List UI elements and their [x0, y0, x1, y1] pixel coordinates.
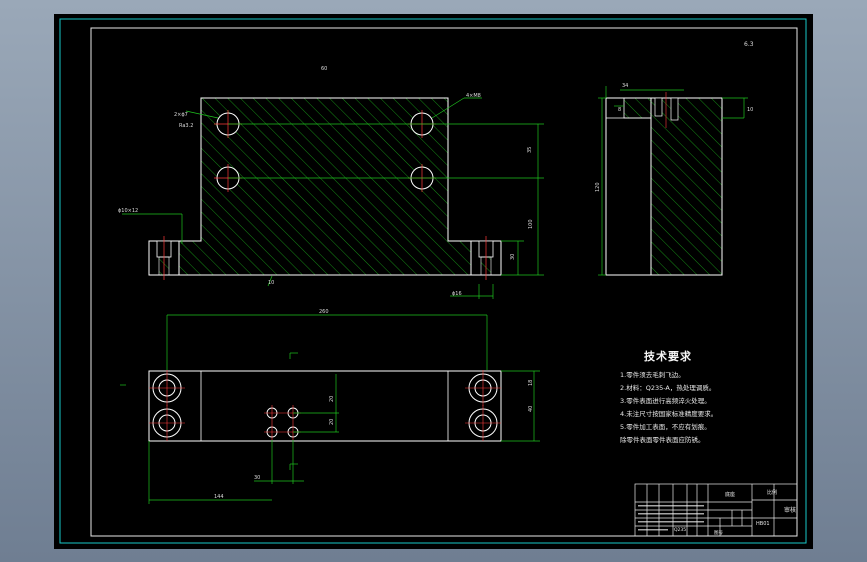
cad-viewport[interactable]: 6.3 60	[54, 14, 813, 549]
tech-req-2: 2.材料：Q235-A，热处理调质。	[620, 384, 716, 392]
plan-offset-left: 144	[214, 494, 224, 500]
hole-note-right: 4×M8	[466, 93, 481, 99]
plan-side-1: 18	[528, 380, 534, 386]
title-material: Q235	[674, 527, 686, 533]
title-scale-label: 比例	[767, 489, 777, 496]
title-drawing-no: HB01	[756, 521, 770, 527]
plan-small-mark: 30	[254, 475, 260, 481]
plan-hole-spacing-1: 20	[329, 396, 335, 402]
plan-hole-spacing-2: 20	[329, 419, 335, 425]
tech-req-4: 4.未注尺寸按国家标准精度要求。	[620, 410, 718, 418]
tech-requirements-title: 技术要求	[644, 350, 692, 363]
inner-frame	[90, 27, 798, 537]
front-view: 2×ϕ7 Ra3.2 4×M8 ϕ10×12 35 100 30 10 ϕ16	[118, 93, 544, 299]
counterbore-note: ϕ10×12	[118, 208, 138, 214]
outer-frame	[59, 18, 807, 544]
roughness-mark: 6.3	[744, 41, 754, 48]
tech-req-3: 3.零件表面进行高频淬火处理。	[620, 397, 711, 405]
title-block-text-rows	[638, 505, 704, 531]
title-block	[634, 483, 798, 537]
hole-note-left: 2×ϕ7	[174, 112, 188, 118]
tech-req-6: 除零件表面零件表面应防锈。	[620, 436, 705, 444]
height-right-1: 35	[527, 147, 533, 153]
cad-drawing: 6.3 60	[59, 18, 807, 544]
plan-side-2: 40	[528, 406, 534, 412]
side-height: 120	[595, 182, 601, 192]
title-sign-label: 图号	[714, 530, 723, 536]
plan-total-length: 260	[319, 309, 329, 315]
height-right-2: 100	[528, 219, 534, 229]
hole-note-left2: Ra3.2	[179, 123, 193, 129]
title-part-name: 底座	[725, 491, 735, 498]
top-label: 60	[321, 66, 327, 72]
tech-req-5: 5.零件加工表面，不应有划痕。	[620, 423, 711, 431]
step-height: 30	[510, 254, 516, 260]
side-view: 34 8 10 120	[595, 83, 753, 276]
bottom-depth: 10	[268, 280, 274, 286]
bottom-slot: ϕ16	[452, 291, 462, 297]
side-right-step: 10	[747, 107, 753, 113]
plan-view: 260 144 30 20 20 18 40	[120, 309, 540, 504]
title-company: 审核	[784, 506, 796, 514]
tech-req-1: 1.零件须去毛刺飞边。	[620, 371, 685, 379]
side-left-step: 8	[618, 107, 621, 113]
side-top-width: 34	[622, 83, 628, 89]
